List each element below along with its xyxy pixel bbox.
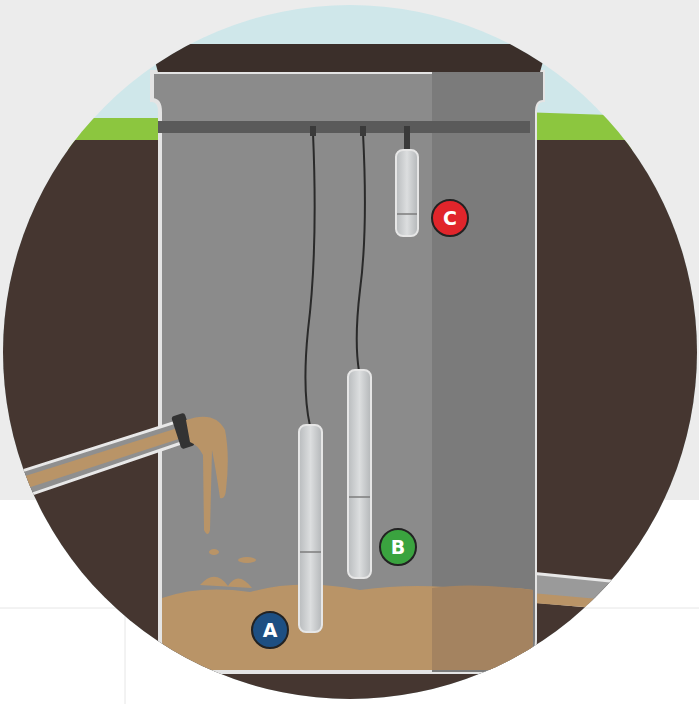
- callout-letter: A: [251, 611, 289, 649]
- inlet-pipe: [0, 420, 190, 505]
- callout-letter: B: [379, 528, 417, 566]
- float-cord: [357, 133, 365, 371]
- float-switch: [396, 150, 418, 236]
- effluent-stream: [186, 417, 228, 534]
- float-stem: [404, 126, 410, 152]
- lid: [150, 44, 548, 72]
- float-switch: [299, 425, 322, 632]
- sludge: [162, 584, 533, 670]
- float-cord: [305, 133, 314, 426]
- tank: [152, 72, 543, 672]
- float-switch: [348, 370, 371, 578]
- float-rail: [158, 121, 530, 133]
- tank-shade: [432, 72, 543, 672]
- outlet-pipe: [520, 572, 699, 616]
- callout-letter: C: [431, 199, 469, 237]
